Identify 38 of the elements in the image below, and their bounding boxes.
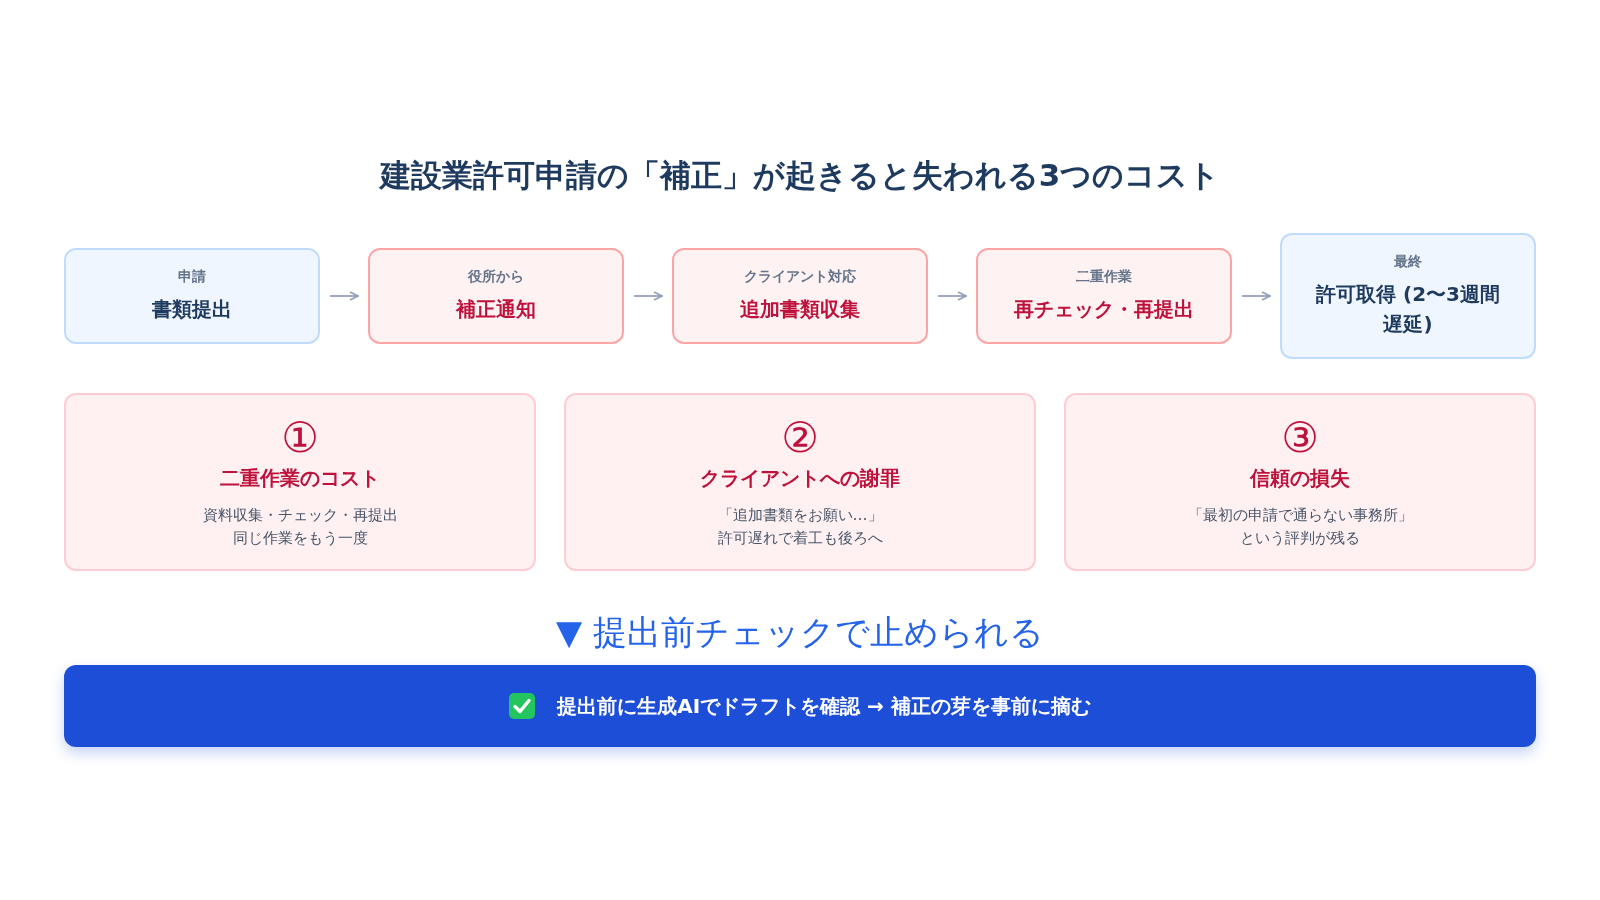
- step-caption: 役所から: [468, 268, 524, 286]
- card-text: 「追加書類をお願い…」: [717, 505, 883, 527]
- arrow: [329, 291, 359, 301]
- cost-card: [564, 393, 1036, 571]
- step-caption: 申請: [178, 268, 206, 286]
- cost-card: [1064, 393, 1536, 571]
- step-title: 追加書類収集: [740, 296, 860, 323]
- card-heading: 信頼の損失: [1250, 465, 1350, 493]
- step-caption: 最終: [1394, 253, 1422, 271]
- card-text: 許可遅れで着工も後ろへ: [717, 527, 883, 549]
- card-heading: クライアントへの謝罪: [700, 465, 900, 493]
- title: 建設業許可申請の「補正」が起きると失われる3つのコスト: [377, 156, 1222, 195]
- step-title: 書類提出: [152, 296, 232, 323]
- arrow: [937, 291, 967, 301]
- step-box: [64, 248, 320, 344]
- step-box: [976, 248, 1232, 344]
- banner-text: 提出前に生成AIでドラフトを確認 → 補正の芽を事前に摘む: [557, 692, 1091, 720]
- callout-text: ▼ 提出前チェックで止められる: [555, 611, 1045, 654]
- circled-number: ③: [1281, 414, 1319, 462]
- step-caption: 二重作業: [1076, 268, 1132, 286]
- solution-banner: [64, 665, 1536, 747]
- step-box: [1280, 233, 1536, 359]
- circled-number: ①: [281, 414, 319, 462]
- step-box: [368, 248, 624, 344]
- card-text: という評判が残る: [1240, 527, 1360, 549]
- card-text: 「最初の申請で通らない事務所」: [1187, 505, 1413, 527]
- step-caption: クライアント対応: [744, 268, 856, 286]
- cost-card: [64, 393, 536, 571]
- circled-number: ②: [781, 414, 819, 462]
- step-box: [672, 248, 928, 344]
- card-heading: 二重作業のコスト: [220, 465, 380, 493]
- step-title: 再チェック・再提出: [1014, 296, 1194, 323]
- card-text: 同じ作業をもう一度: [232, 527, 368, 549]
- card-text: 資料収集・チェック・再提出: [202, 505, 398, 527]
- arrow: [1241, 291, 1271, 301]
- arrow: [633, 291, 663, 301]
- step-title: 補正通知: [456, 296, 536, 323]
- step-title: 許可取得 (2〜3週間遅延): [1315, 281, 1501, 338]
